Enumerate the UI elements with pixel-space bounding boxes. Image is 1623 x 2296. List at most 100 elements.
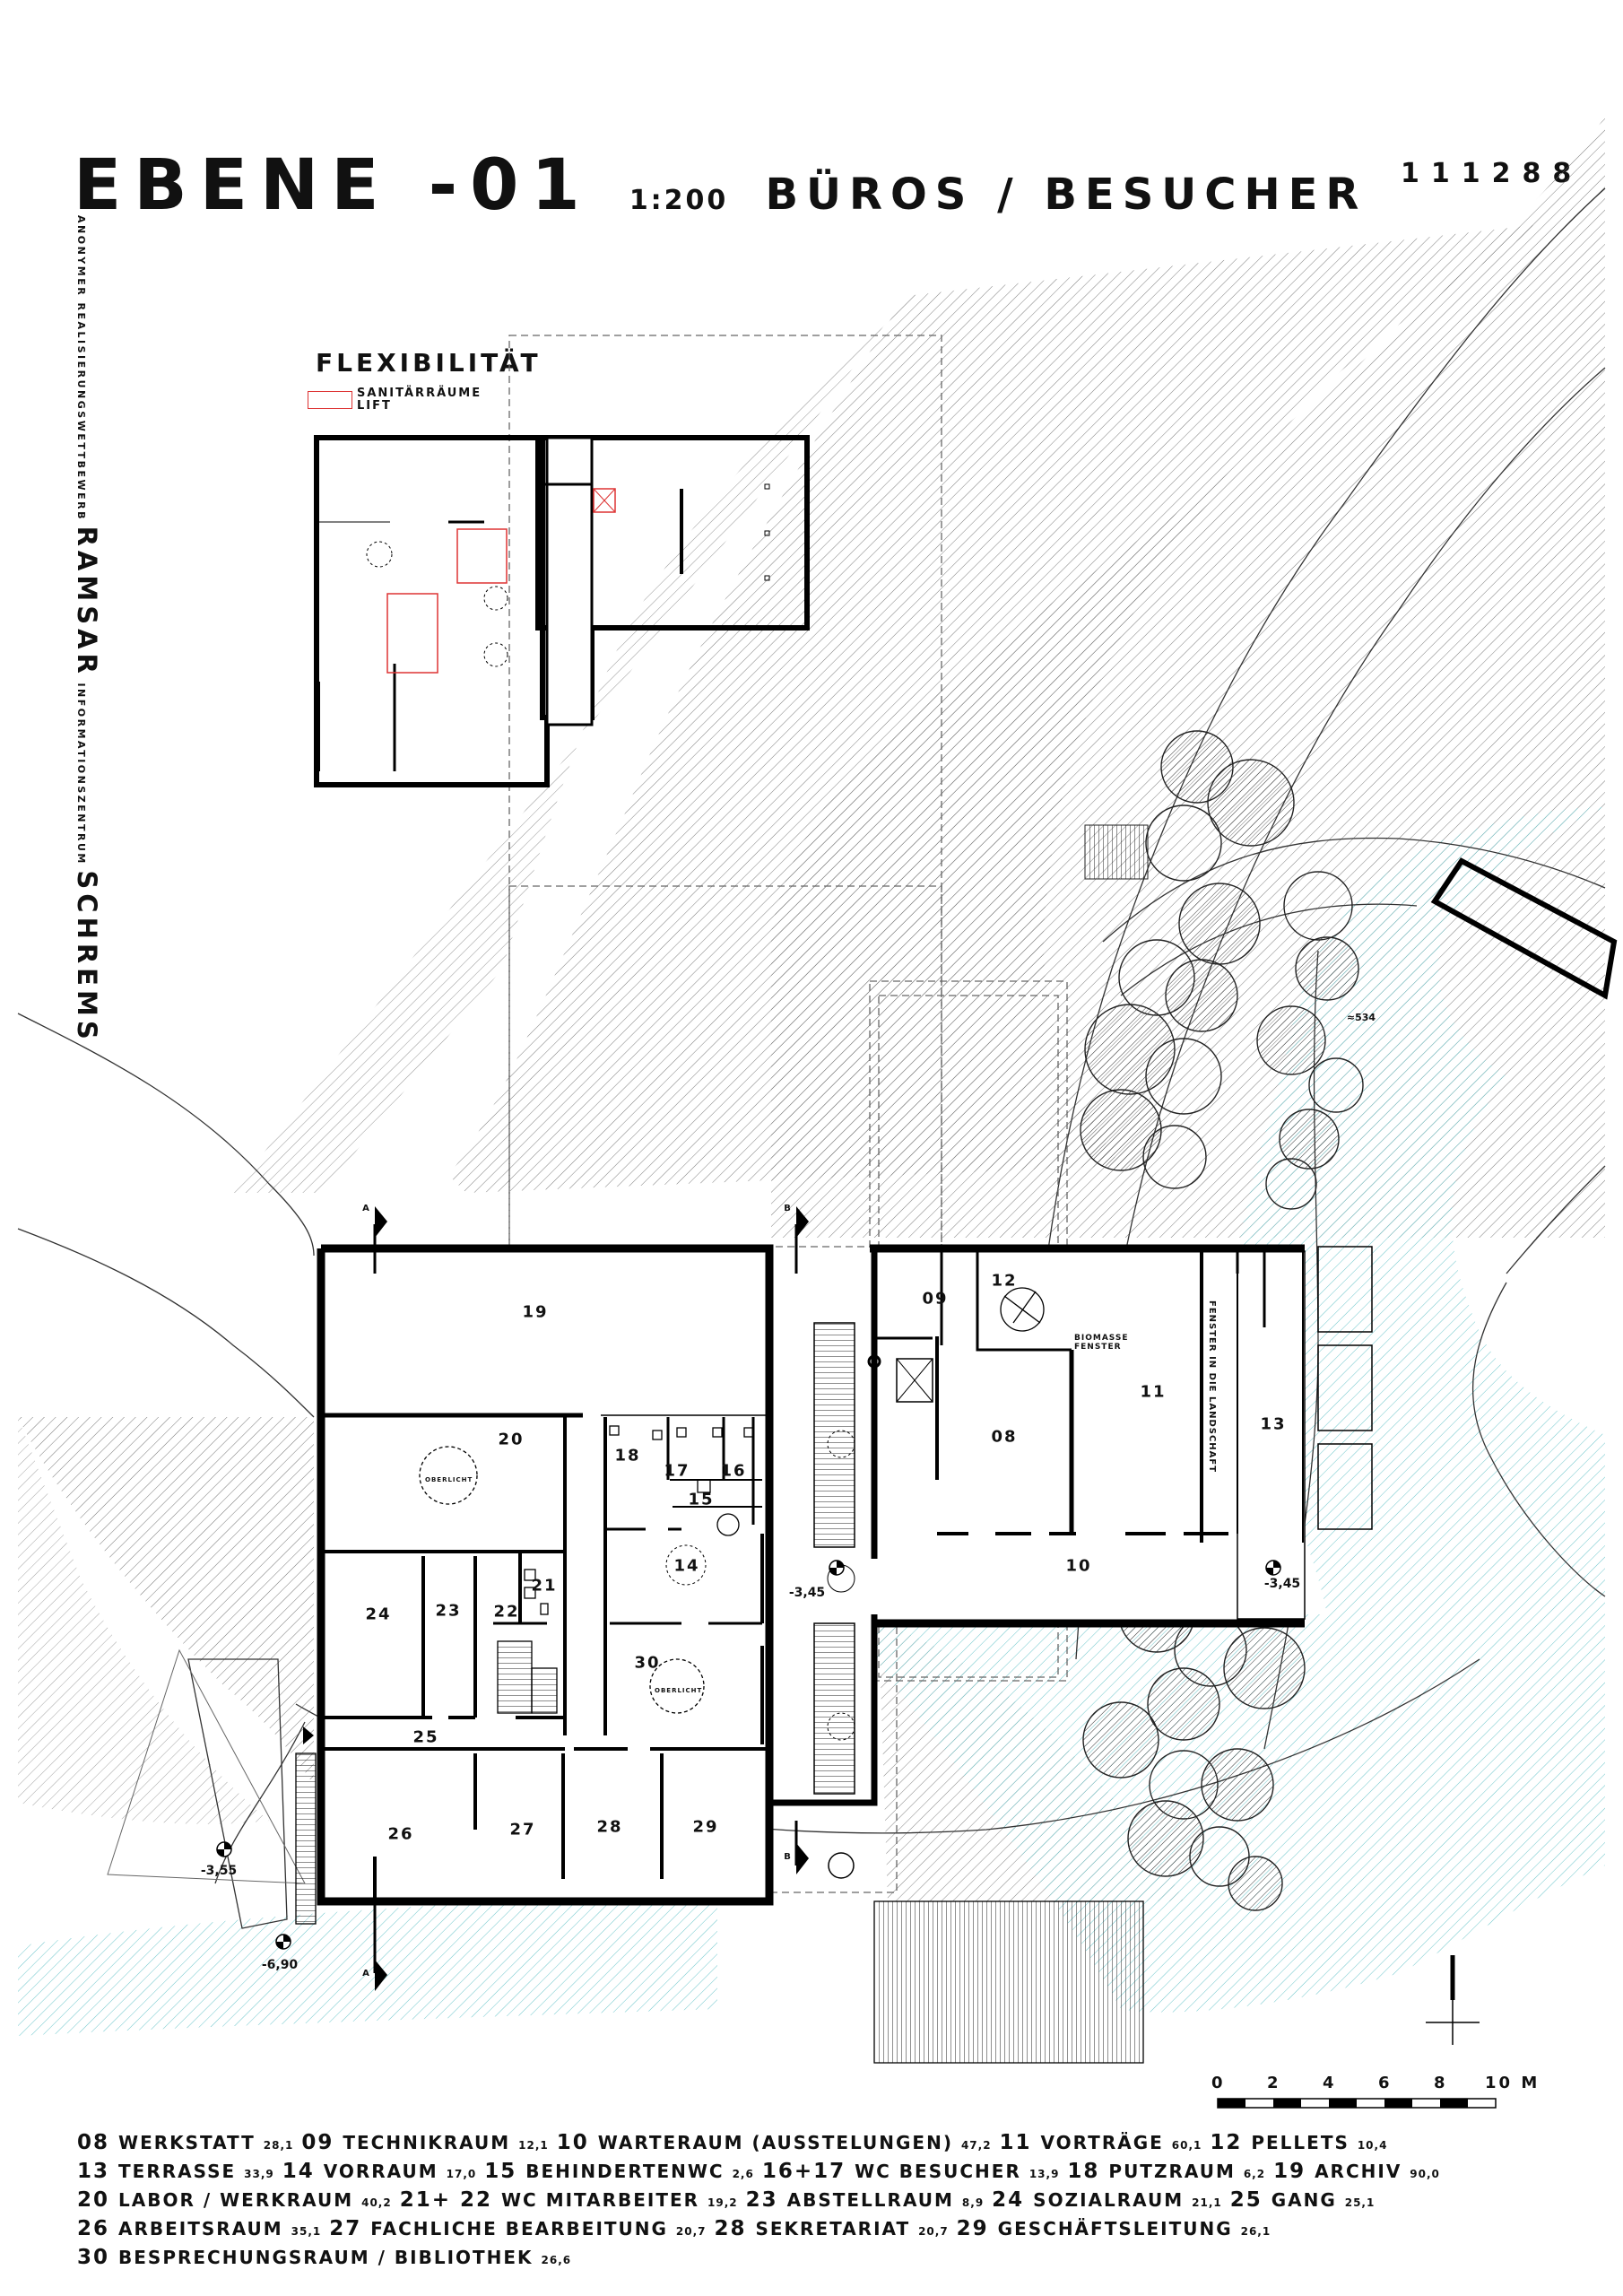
room-legend-area: 35,1 (291, 2225, 322, 2238)
room-legend-area: 90,0 (1410, 2168, 1440, 2180)
scale-label-2: 2 (1267, 2074, 1279, 2092)
room-legend-number: 19 (1273, 2160, 1315, 2183)
room-legend-item: 26 ARBEITSRAUM 35,1 (77, 2217, 322, 2240)
room-legend-area: 17,0 (446, 2168, 477, 2180)
room-legend-item: 08 WERKSTATT 28,1 (77, 2131, 293, 2154)
title-main-text: EBENE -01 (74, 145, 593, 226)
room-21: 21 (531, 1576, 558, 1596)
scale-label-0: 0 (1211, 2074, 1223, 2092)
room-legend-number: 30 (77, 2246, 119, 2269)
level-stair: -3,45 (788, 1586, 826, 1600)
room-legend-number: 27 (329, 2217, 371, 2240)
room-legend-area: 2,6 (732, 2168, 754, 2180)
room-legend-area: 40,2 (361, 2196, 392, 2209)
room-legend-number: 25 (1229, 2188, 1271, 2212)
room-legend-number: 20 (77, 2188, 119, 2212)
level-terrace: -3,45 (1263, 1577, 1301, 1591)
room-legend-number: 13 (77, 2160, 119, 2183)
room-18: 18 (614, 1446, 641, 1465)
room-legend-name: TECHNIKRAUM (343, 2132, 519, 2153)
room-legend-name: SOZIALRAUM (1033, 2189, 1193, 2211)
room-legend-item: 10 WARTERAUM (AUSSTELUNGEN) 47,2 (557, 2131, 992, 2154)
flexibility-diagram (314, 435, 810, 787)
room-legend-line: 26 ARBEITSRAUM 35,1 27 FACHLICHE BEARBEI… (77, 2216, 1584, 2245)
note-biomasse-line2: FENSTER (1074, 1343, 1122, 1352)
room-legend-name: SEKRETARIAT (755, 2218, 919, 2239)
section-a-bottom: A (362, 1969, 369, 1979)
room-legend-item: 21+ 22 WC MITARBEITER 19,2 (399, 2188, 738, 2212)
room-17: 17 (664, 1461, 690, 1481)
room-24: 24 (365, 1605, 392, 1624)
room-legend-item: 18 PUTZRAUM 6,2 (1067, 2160, 1265, 2183)
room-legend-area: 60,1 (1171, 2139, 1202, 2152)
room-legend-item: 24 SOZIALRAUM 21,1 (992, 2188, 1222, 2212)
room-legend-area: 10,4 (1357, 2139, 1388, 2152)
room-legend-name: WC BESUCHER (855, 2161, 1029, 2182)
room-25: 25 (412, 1727, 439, 1747)
room-19: 19 (522, 1302, 549, 1322)
room-08: 08 (991, 1427, 1018, 1447)
room-22: 22 (493, 1602, 520, 1622)
pier (1430, 857, 1618, 1000)
room-legend-number: 18 (1067, 2160, 1109, 2183)
room-legend-line: 13 TERRASSE 33,9 14 VORRAUM 17,0 15 BEHI… (77, 2159, 1584, 2187)
room-legend-area: 20,7 (918, 2225, 949, 2238)
room-legend-number: 24 (992, 2188, 1034, 2212)
room-legend-item: 14 VORRAUM 17,0 (282, 2160, 477, 2183)
room-legend-name: FACHLICHE BEARBEITUNG (370, 2218, 676, 2239)
room-legend-item: 30 BESPRECHUNGSRAUM / BIBLIOTHEK 26,6 (77, 2246, 572, 2269)
room-legend-name: VORRAUM (323, 2161, 447, 2182)
room-legend-number: 14 (282, 2160, 324, 2183)
room-legend-item: 29 GESCHÄFTSLEITUNG 26,1 (956, 2217, 1271, 2240)
room-legend-name: GANG (1271, 2189, 1345, 2211)
room-16: 16 (720, 1461, 747, 1481)
room-legend-item: 13 TERRASSE 33,9 (77, 2160, 274, 2183)
room-legend-item: 28 SEKRETARIAT 20,7 (714, 2217, 949, 2240)
level-west: -3,55 (200, 1864, 238, 1878)
title-scale: 1:200 (629, 185, 729, 216)
section-a-top: A (362, 1204, 369, 1213)
page-title: EBENE -01 1:200 BÜROS / BESUCHER (74, 151, 1367, 221)
room-legend-name: VORTRÄGE (1040, 2132, 1172, 2153)
room-legend-item: 25 GANG 25,1 (1229, 2188, 1376, 2212)
room-legend-name: ABSTELLRAUM (786, 2189, 962, 2211)
room-10: 10 (1065, 1556, 1092, 1576)
room-legend-name: TERRASSE (118, 2161, 245, 2182)
room-legend-name: PELLETS (1251, 2132, 1358, 2153)
scale-label-8: 8 (1434, 2074, 1445, 2092)
room-legend-area: 26,6 (541, 2254, 572, 2266)
legend-line-2: LIFT (357, 399, 392, 413)
project-code: 111288 (1401, 158, 1584, 189)
scale-label-6: 6 (1378, 2074, 1390, 2092)
note-biomasse-line1: BIOMASSE (1074, 1334, 1129, 1343)
room-legend-item: 15 BEHINDERTENWC 2,6 (484, 2160, 754, 2183)
exterior-stair-top (1084, 824, 1149, 880)
room-legend-number: 23 (745, 2188, 787, 2212)
room-legend-item: 23 ABSTELLRAUM 8,9 (745, 2188, 985, 2212)
room-legend: 08 WERKSTATT 28,1 09 TECHNIKRAUM 12,1 10… (77, 2130, 1584, 2274)
room-23: 23 (435, 1601, 462, 1621)
room-legend-number: 29 (956, 2217, 998, 2240)
room-legend-number: 26 (77, 2217, 119, 2240)
room-legend-area: 19,2 (707, 2196, 738, 2209)
title-subtitle: BÜROS / BESUCHER (765, 170, 1367, 220)
room-20: 20 (498, 1430, 525, 1449)
room-27: 27 (509, 1820, 536, 1839)
room-legend-name: WARTERAUM (AUSSTELUNGEN) (597, 2132, 961, 2153)
room-legend-area: 8,9 (961, 2196, 985, 2209)
section-b-top: B (784, 1204, 791, 1213)
room-legend-number: 21+ 22 (399, 2188, 501, 2212)
room-legend-item: 09 TECHNIKRAUM 12,1 (301, 2131, 548, 2154)
room-legend-area: 21,1 (1192, 2196, 1222, 2209)
room-13: 13 (1260, 1414, 1287, 1434)
room-legend-item: 12 PELLETS 10,4 (1210, 2131, 1388, 2154)
note-fenster-landschaft: FENSTER IN DIE LANDSCHAFT (1207, 1300, 1217, 1474)
room-legend-area: 20,7 (675, 2225, 707, 2238)
level-south: -6,90 (261, 1958, 299, 1972)
room-legend-name: BESPRECHUNGSRAUM / BIBLIOTHEK (118, 2247, 542, 2268)
room-legend-name: WC MITARBEITER (501, 2189, 708, 2211)
room-legend-name: ARBEITSRAUM (118, 2218, 291, 2239)
room-12: 12 (991, 1271, 1018, 1291)
